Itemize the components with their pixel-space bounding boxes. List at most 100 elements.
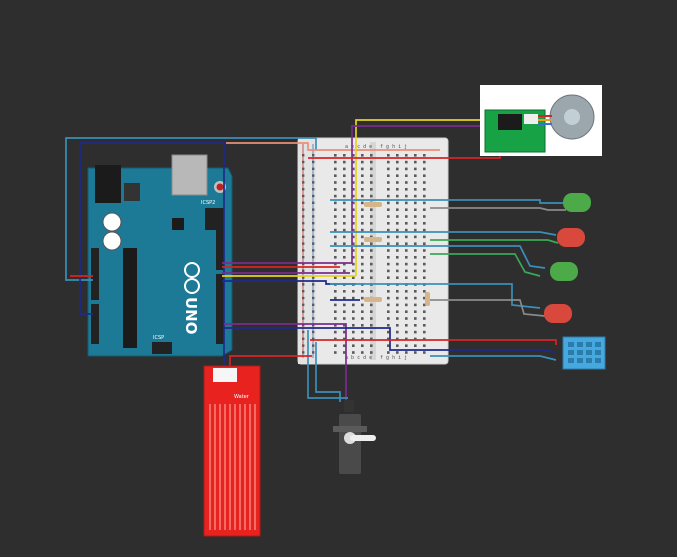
breadboard-hole xyxy=(370,215,373,218)
breadboard-hole xyxy=(405,337,408,341)
breadboard-hole xyxy=(405,154,408,157)
arduino-logo-icon xyxy=(184,262,200,294)
breadboard-rail-hole xyxy=(312,344,315,347)
breadboard-rail-hole xyxy=(312,222,315,225)
breadboard-hole xyxy=(387,330,390,334)
dht-grille-slot xyxy=(595,350,601,355)
arduino-model-label: UNO xyxy=(182,297,200,335)
breadboard-rail-hole xyxy=(312,330,315,334)
wire-led-2 xyxy=(330,231,557,236)
breadboard-hole xyxy=(361,303,364,307)
breadboard-hole xyxy=(361,337,364,341)
breadboard-hole xyxy=(370,324,373,327)
breadboard-hole xyxy=(396,276,399,279)
breadboard-hole xyxy=(370,330,373,334)
breadboard-hole xyxy=(370,194,373,198)
servo-connector xyxy=(344,400,354,412)
breadboard-hole xyxy=(361,167,364,171)
breadboard-hole xyxy=(343,303,346,307)
breadboard-hole xyxy=(334,222,337,225)
arduino-icsp-label: ICSP xyxy=(153,335,164,341)
breadboard-hole xyxy=(405,208,408,211)
wire-blue-servo xyxy=(307,330,348,399)
breadboard-hole xyxy=(361,317,364,320)
breadboard-hole xyxy=(334,181,337,184)
breadboard-hole xyxy=(334,188,337,191)
breadboard-hole xyxy=(423,174,426,177)
breadboard-hole xyxy=(352,317,355,320)
breadboard-hole xyxy=(334,201,337,205)
breadboard-rail-hole xyxy=(312,324,315,327)
breadboard-hole xyxy=(334,324,337,327)
resistor-2 xyxy=(364,237,382,242)
breadboard-hole xyxy=(370,344,373,347)
arduino-reset-button-cap[interactable] xyxy=(216,183,224,191)
breadboard-hole xyxy=(343,249,346,252)
water-sensor-header xyxy=(213,368,237,382)
breadboard-hole xyxy=(334,296,337,300)
breadboard-hole xyxy=(370,249,373,252)
breadboard-hole xyxy=(423,235,426,239)
servo xyxy=(333,400,376,474)
breadboard-hole xyxy=(414,296,417,300)
breadboard-hole xyxy=(361,310,364,313)
breadboard-hole xyxy=(352,215,355,218)
breadboard-rail-hole xyxy=(312,174,315,177)
breadboard-hole xyxy=(423,276,426,279)
breadboard-rail-hole xyxy=(312,310,315,313)
breadboard-hole xyxy=(414,194,417,198)
wire-led-1-gnd xyxy=(430,207,566,211)
breadboard-hole xyxy=(396,181,399,184)
breadboard-hole xyxy=(405,242,408,245)
breadboard-hole xyxy=(423,351,426,354)
breadboard-hole xyxy=(387,344,390,347)
breadboard-hole xyxy=(361,160,364,164)
breadboard-hole xyxy=(414,201,417,205)
breadboard-hole xyxy=(405,181,408,184)
breadboard-hole xyxy=(414,181,417,184)
breadboard-hole xyxy=(405,174,408,177)
breadboard-hole xyxy=(361,262,364,266)
arduino-atmega-chip xyxy=(123,248,137,348)
breadboard-hole xyxy=(396,222,399,225)
breadboard-hole xyxy=(396,317,399,320)
breadboard-hole xyxy=(396,269,399,273)
dht-grille-slot xyxy=(586,358,592,363)
breadboard-hole xyxy=(334,310,337,313)
resistor-3 xyxy=(364,297,382,302)
arduino-uno: ICSP ICSP2 UNO xyxy=(87,154,233,357)
dht-sensor-grille xyxy=(568,342,601,363)
resistor-1 xyxy=(364,202,382,207)
breadboard-hole xyxy=(343,269,346,273)
breadboard-hole xyxy=(343,242,346,245)
breadboard-hole xyxy=(396,337,399,341)
led-green-1 xyxy=(563,193,591,212)
breadboard-hole xyxy=(352,235,355,239)
water-sensor-board xyxy=(203,365,261,537)
wire-orange xyxy=(226,142,440,151)
breadboard-hole xyxy=(370,337,373,341)
arduino-usb-chip xyxy=(172,218,184,230)
breadboard-hole xyxy=(361,208,364,211)
breadboard-hole xyxy=(334,208,337,211)
breadboard-hole xyxy=(370,290,373,293)
breadboard-hole xyxy=(414,351,417,354)
breadboard-hole xyxy=(352,222,355,225)
breadboard-hole xyxy=(352,262,355,266)
breadboard-rail-hole xyxy=(302,188,305,191)
breadboard-hole xyxy=(343,290,346,293)
breadboard-rail-hole xyxy=(312,160,315,164)
breadboard-hole xyxy=(423,228,426,232)
breadboard-hole xyxy=(423,324,426,327)
breadboard-hole xyxy=(405,235,408,239)
breadboard-hole xyxy=(361,290,364,293)
breadboard-hole xyxy=(352,269,355,273)
breadboard-hole xyxy=(352,256,355,259)
breadboard-hole xyxy=(361,351,364,354)
breadboard-hole xyxy=(396,249,399,252)
breadboard-hole xyxy=(405,330,408,334)
breadboard-hole xyxy=(387,303,390,307)
servo-mount xyxy=(333,426,367,432)
breadboard-rail-hole xyxy=(312,262,315,266)
breadboard-hole xyxy=(396,310,399,313)
